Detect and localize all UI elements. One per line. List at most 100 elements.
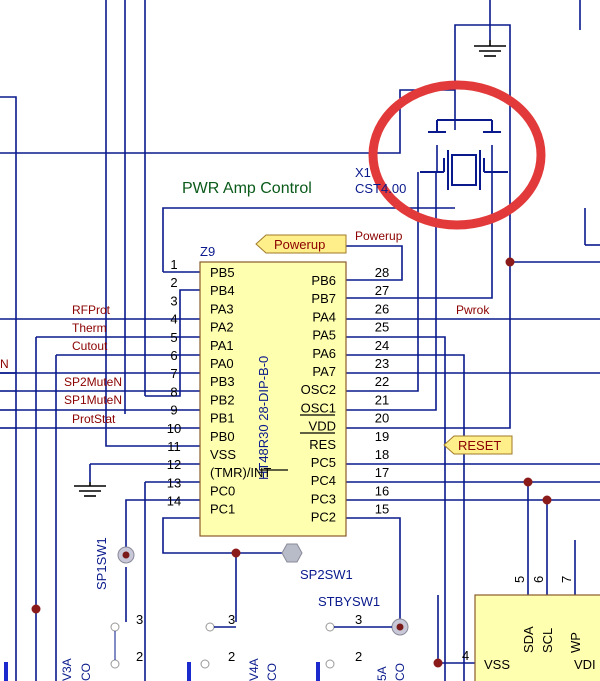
chip-pin-name: PC2 xyxy=(311,510,336,525)
chip-pin-number: 13 xyxy=(167,475,181,490)
chip-pin-name: RES xyxy=(309,437,336,452)
powerup-port-label: Powerup xyxy=(274,237,325,252)
chip-pin-number: 26 xyxy=(375,301,389,316)
pin-number: 6 xyxy=(531,576,546,583)
pin-number: 4 xyxy=(462,648,469,663)
junction-dot xyxy=(523,477,533,487)
pin-number: 5 xyxy=(512,576,527,583)
junction-dot xyxy=(231,548,241,558)
chip-pin-name: PA5 xyxy=(312,328,336,343)
chip-pin-name: PC0 xyxy=(210,483,235,498)
switch-sp2-ref: SP2SW1 xyxy=(300,567,353,582)
net-label-n: N xyxy=(0,357,9,371)
net-label-powerup: Powerup xyxy=(355,229,403,243)
ground-symbols xyxy=(74,40,506,497)
chip-pin-number: 25 xyxy=(375,320,389,335)
chip-pin-name: PB3 xyxy=(210,374,235,389)
chip-pin-name: OSC1 xyxy=(301,400,336,415)
switch-sp1[interactable]: SP1SW1 3 2 xyxy=(94,537,143,669)
chip-pin-number: 24 xyxy=(375,338,389,353)
chip-pin-name: PA7 xyxy=(312,364,336,379)
eeprom-pins: 5 6 7 SDA SCL WP 4 VSS VDI xyxy=(462,576,596,672)
pin-name: SDA xyxy=(521,626,536,653)
chip-pin-number: 7 xyxy=(170,366,177,381)
crystal-resonator-icon xyxy=(420,119,508,190)
chip-pin-name: VDD xyxy=(309,419,336,434)
reset-port-label: RESET xyxy=(458,438,501,453)
chip-pin-name: PA0 xyxy=(210,356,234,371)
switch-stby[interactable]: STBYSW1 3 2 xyxy=(318,594,409,669)
chip-pin-number: 3 xyxy=(170,293,177,308)
chip-pin-name: PA3 xyxy=(210,301,234,316)
pin-number: 2 xyxy=(228,649,235,664)
chip-ref: Z9 xyxy=(200,244,215,259)
pin-number: 3 xyxy=(228,612,235,627)
partial-label: CO xyxy=(393,663,407,681)
chip-pin-number: 12 xyxy=(167,457,181,472)
chip-pin-number: 1 xyxy=(170,257,177,272)
chip-pin-name: PA1 xyxy=(210,338,234,353)
chip-pin-number: 14 xyxy=(167,494,181,509)
chip-body xyxy=(199,261,347,537)
chip-pin-number: 6 xyxy=(170,348,177,363)
partial-label: V3A xyxy=(60,658,74,681)
chip-pin-number: 28 xyxy=(375,265,389,280)
chip-pin-name: OSC2 xyxy=(301,382,336,397)
highlight-ring xyxy=(368,80,546,230)
ground-icon xyxy=(74,482,106,497)
chip-pin-name: PB0 xyxy=(210,429,235,444)
chip-pin-name: PA4 xyxy=(312,309,336,324)
pin-name: WP xyxy=(568,632,583,653)
chip-pin-number: 15 xyxy=(375,502,389,517)
chip-pin-name: PC1 xyxy=(210,502,235,517)
chip-pin-name: PB4 xyxy=(210,283,235,298)
switch-stby-ref: STBYSW1 xyxy=(318,594,380,609)
pin-name: VSS xyxy=(484,657,510,672)
crystal-value: CST4.00 xyxy=(355,181,406,196)
chip-pin-name: PB1 xyxy=(210,411,235,426)
chip-pin-number: 22 xyxy=(375,374,389,389)
chip-pin-number: 21 xyxy=(375,392,389,407)
junction-dot xyxy=(31,604,41,614)
pin-name: VDI xyxy=(574,657,596,672)
chip-pin-number: 11 xyxy=(167,439,181,454)
net-label-therm: Therm xyxy=(72,321,107,335)
reset-port[interactable]: RESET xyxy=(443,435,513,455)
crystal-ref: X1 xyxy=(355,165,371,180)
net-label-sp1mute: SP1MuteN xyxy=(64,393,122,407)
pin-number: 2 xyxy=(355,649,362,664)
chip-pin-number: 19 xyxy=(375,429,389,444)
pin-number: 7 xyxy=(559,576,574,583)
junction-dot xyxy=(542,495,552,505)
chip-pin-number: 23 xyxy=(375,356,389,371)
partial-label: V4A xyxy=(247,658,261,681)
partial-switch-labels: V3A CO V4A CO 5A CO xyxy=(60,658,407,681)
powerup-port[interactable]: Powerup xyxy=(255,234,347,254)
chip-pin-number: 8 xyxy=(170,384,177,399)
pin-number: 3 xyxy=(355,612,362,627)
chip-pin-number: 10 xyxy=(167,421,181,436)
partial-label: CO xyxy=(79,663,93,681)
net-label-sp2mute: SP2MuteN xyxy=(64,375,122,389)
chip-pin-name: (TMR)/INT xyxy=(210,465,271,480)
net-label-cutout: Cutout xyxy=(72,339,108,353)
chip-pin-number: 16 xyxy=(375,483,389,498)
switch-sp2[interactable]: SP2SW1 3 2 xyxy=(200,543,353,669)
chip-pin-number: 2 xyxy=(170,275,177,290)
chip-pin-name: PC4 xyxy=(311,473,336,488)
switch-sp1-ref: SP1SW1 xyxy=(94,537,109,590)
net-label-protstat: ProtStat xyxy=(72,412,116,426)
ground-icon xyxy=(474,40,506,57)
chip-pin-number: 20 xyxy=(375,411,389,426)
chip-pin-name: VSS xyxy=(210,447,236,462)
pin-name: SCL xyxy=(540,628,555,653)
chip-pin-number: 17 xyxy=(375,465,389,480)
net-label-pwrok: Pwrok xyxy=(456,303,490,317)
chip-pin-number: 5 xyxy=(170,330,177,345)
chip-pin-name: PA2 xyxy=(210,320,234,335)
net-labels: RFProt Therm Cutout N SP2MuteN SP1MuteN … xyxy=(0,229,490,426)
chip-pin-number: 27 xyxy=(375,283,389,298)
junction-dot xyxy=(433,658,443,668)
